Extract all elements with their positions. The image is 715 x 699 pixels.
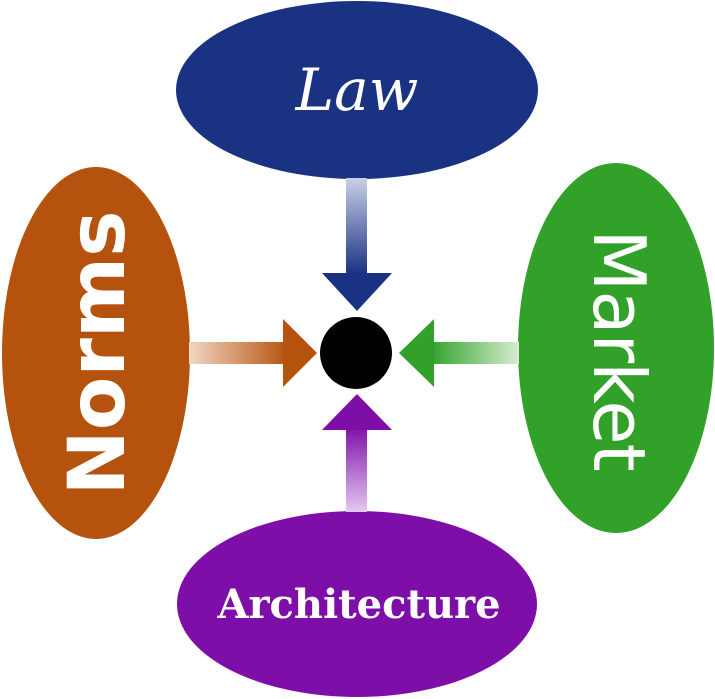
node-architecture-label: Architecture (216, 581, 500, 628)
node-law (176, 1, 538, 179)
node-market-label: Market (577, 229, 661, 471)
node-market (518, 163, 714, 533)
node-law-label: Law (295, 56, 419, 124)
node-norms-label: Norms (53, 210, 143, 495)
arrow-market-to-center (399, 319, 519, 387)
node-norms (2, 167, 190, 539)
arrow-law-to-center (322, 178, 392, 311)
arrow-norms-to-center (189, 319, 317, 387)
arrow-architecture-to-center (322, 394, 392, 512)
node-architecture (177, 511, 537, 697)
center-dot (320, 317, 392, 389)
